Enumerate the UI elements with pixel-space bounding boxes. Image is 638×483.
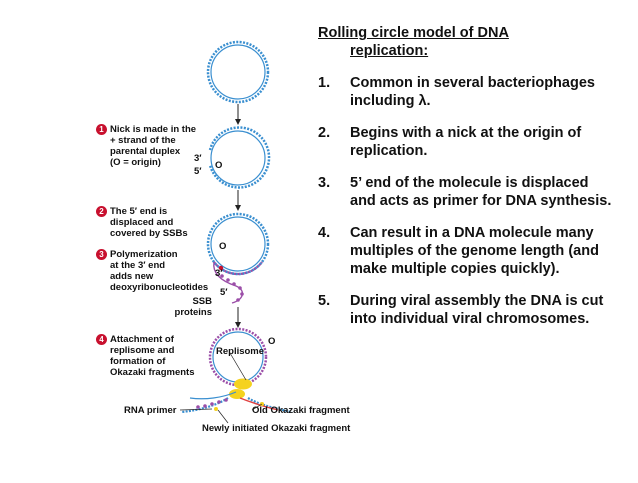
notes-title-line1: Rolling circle model of DNA	[318, 25, 509, 41]
step-4-badge: 4	[96, 334, 107, 345]
note-item-5: 5. During viral assembly the DNA is cut i…	[318, 292, 618, 328]
label-old-okazaki: Old Okazaki fragment	[252, 405, 350, 416]
note-text: Begins with a nick at the origin of repl…	[350, 125, 582, 159]
new-okazaki-pointer	[217, 409, 229, 424]
step-1-text: Nick is made in the + strand of the pare…	[110, 124, 197, 168]
step-3-text: Polymerization at the 3′ end adds new de…	[110, 249, 209, 293]
label-ssb-proteins: SSB proteins	[174, 296, 212, 318]
note-number: 1.	[318, 75, 331, 91]
note-text: Common in several bacteriophages includi…	[350, 75, 595, 109]
label-origin-3: O	[268, 336, 276, 347]
step-2-text: The 5′ end is displaced and covered by S…	[110, 206, 188, 239]
notes-list: 1. Common in several bacteriophages inclu…	[318, 74, 618, 328]
note-item-3: 3. 5’ end of the molecule is displaced an…	[318, 174, 618, 210]
circle-nicked	[208, 126, 271, 189]
step-3-badge: 3	[96, 249, 107, 260]
note-item-1: 1. Common in several bacteriophages inclu…	[318, 74, 618, 110]
diagram-canvas	[179, 40, 293, 424]
replisome-pointer	[229, 352, 247, 381]
label-3prime-1: 3′	[194, 153, 202, 164]
old-okazaki-pointer	[251, 403, 263, 411]
step-1-badge: 1	[96, 124, 107, 135]
note-number: 5.	[318, 293, 331, 309]
label-rna-primer: RNA primer	[124, 405, 177, 416]
label-replisome: Replisome	[216, 346, 265, 357]
label-5prime-2: 5′	[220, 287, 228, 298]
note-number: 3.	[318, 175, 331, 191]
replisome-blob	[234, 378, 252, 390]
notes-title-line2: replication:	[350, 43, 429, 59]
circle-displacing	[206, 212, 270, 304]
label-3prime-2: 3′	[215, 268, 223, 279]
note-number: 2.	[318, 125, 331, 141]
notes-panel: Rolling circle model of DNA replication:…	[318, 24, 618, 328]
note-number: 4.	[318, 225, 331, 241]
nick-point	[218, 265, 224, 271]
note-text: Can result in a DNA molecule many multip…	[350, 225, 599, 277]
note-item-2: 2. Begins with a nick at the origin of re…	[318, 124, 618, 160]
label-origin-1: O	[215, 160, 223, 171]
note-item-4: 4. Can result in a DNA molecule many mult…	[318, 224, 618, 278]
note-text: During viral assembly the DNA is cut int…	[350, 293, 604, 327]
label-origin-2: O	[219, 241, 227, 252]
circle-replisome	[181, 327, 293, 414]
step-2-badge: 2	[96, 206, 107, 217]
label-5prime-1: 5′	[194, 166, 202, 177]
label-new-okazaki: Newly initiated Okazaki fragment	[202, 423, 351, 434]
note-text: 5’ end of the molecule is displaced and …	[350, 175, 612, 209]
step-4-text: Attachment of replisome and formation of…	[110, 334, 195, 378]
circle-intact	[206, 40, 270, 104]
rna-primer-pointer	[179, 408, 213, 411]
notes-title: Rolling circle model of DNA replication:	[318, 24, 618, 60]
